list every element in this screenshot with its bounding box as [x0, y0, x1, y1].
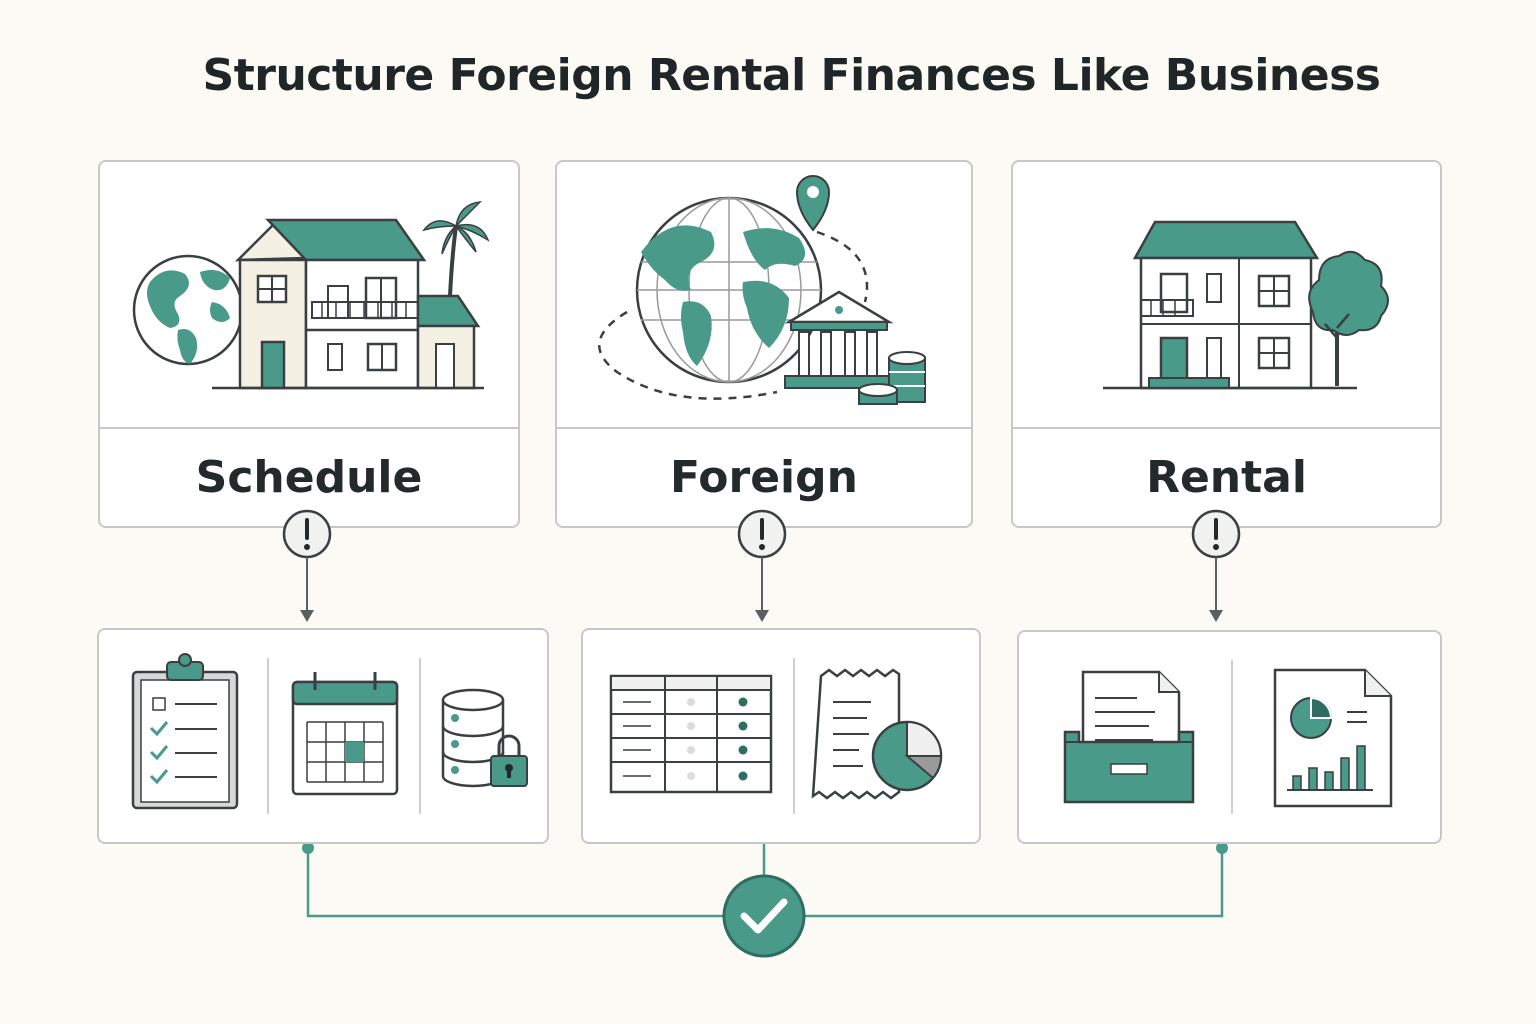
card-schedule: Schedule [98, 160, 520, 528]
tools-foreign [581, 628, 981, 844]
file-drawer-icon [1063, 670, 1195, 804]
tools-schedule [97, 628, 549, 844]
card-label-schedule: Schedule [195, 452, 423, 503]
tools-rental [1017, 630, 1442, 844]
clipboard-checklist-icon [131, 653, 239, 810]
merge-connector [306, 844, 1224, 918]
card-label-rental: Rental [1146, 452, 1307, 503]
house-tree-icon [1013, 162, 1440, 427]
calendar-icon [291, 672, 399, 796]
down-arrow [300, 557, 1223, 622]
globe-house-palm-icon [100, 162, 518, 427]
separator [1231, 660, 1233, 814]
separator [419, 658, 421, 814]
separator [793, 658, 795, 814]
database-lock-icon [441, 688, 528, 788]
report-chart-icon [1273, 668, 1393, 808]
spreadsheet-icon [609, 674, 773, 794]
card-divider [557, 427, 971, 429]
card-foreign: Foreign [555, 160, 973, 528]
globe-bank-location-icon [557, 162, 971, 427]
card-divider [1013, 427, 1440, 429]
card-label-foreign: Foreign [670, 452, 858, 503]
separator [267, 658, 269, 814]
card-rental: Rental [1011, 160, 1442, 528]
page-title: Structure Foreign Rental Finances Like B… [202, 50, 1381, 101]
checkmark-icon [722, 874, 806, 958]
card-divider [100, 427, 518, 429]
receipt-pie-chart-icon [811, 668, 943, 800]
